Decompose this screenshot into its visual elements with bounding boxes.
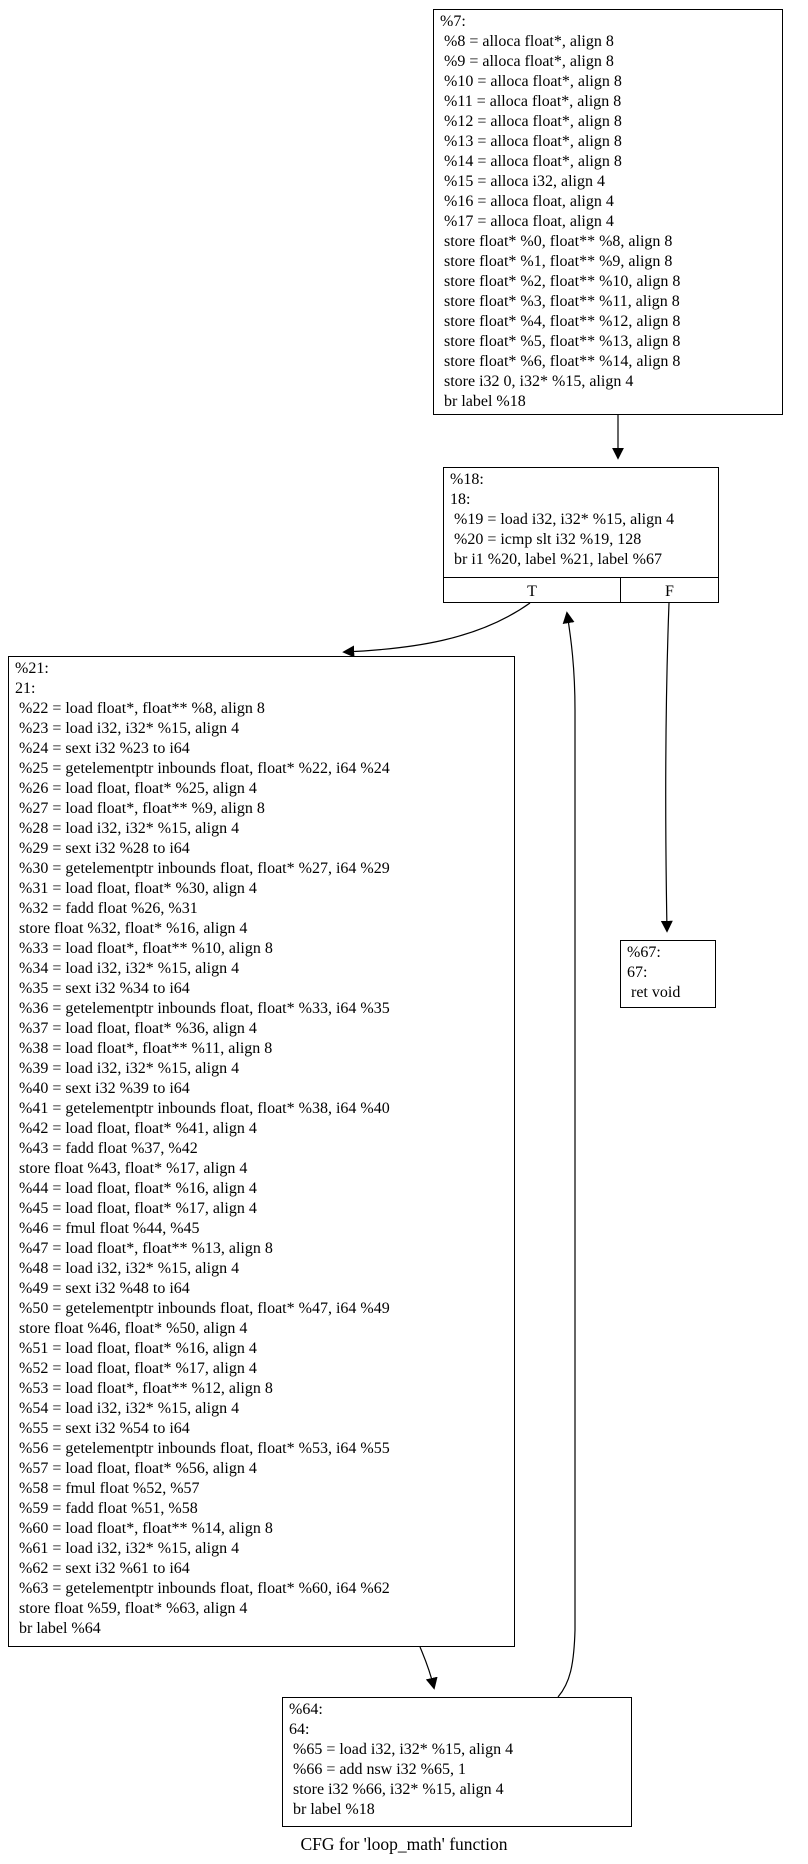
block-7-code: %7: %8 = alloca float*, align 8 %9 = all…	[440, 13, 681, 410]
basic-block-67: %67: 67: ret void	[620, 940, 716, 1008]
edge-block18-false-to-block67	[660, 602, 673, 933]
block-21-code: %21: 21: %22 = load float*, float** %8, …	[15, 660, 390, 1637]
block-67-code: %67: 67: ret void	[627, 944, 681, 1001]
edge-block64-to-block18	[557, 611, 576, 1698]
graph-caption: CFG for 'loop_math' function	[300, 1834, 508, 1854]
block-18-code: %18: 18: %19 = load i32, i32* %15, align…	[450, 471, 675, 568]
edge-block21-to-block64	[419, 1646, 438, 1690]
basic-block-21: %21: 21: %22 = load float*, float** %8, …	[8, 656, 515, 1647]
basic-block-18: %18: 18: %19 = load i32, i32* %15, align…	[443, 467, 719, 603]
basic-block-7: %7: %8 = alloca float*, align 8 %9 = all…	[433, 9, 783, 415]
branch-true-port: T	[527, 583, 537, 600]
branch-false-port: F	[620, 578, 718, 602]
basic-block-64: %64: 64: %65 = load i32, i32* %15, align…	[282, 1697, 632, 1827]
block-64-code: %64: 64: %65 = load i32, i32* %15, align…	[289, 1701, 514, 1818]
branch-port-row: T F	[444, 577, 718, 602]
edge-block18-true-to-block21	[342, 602, 531, 658]
